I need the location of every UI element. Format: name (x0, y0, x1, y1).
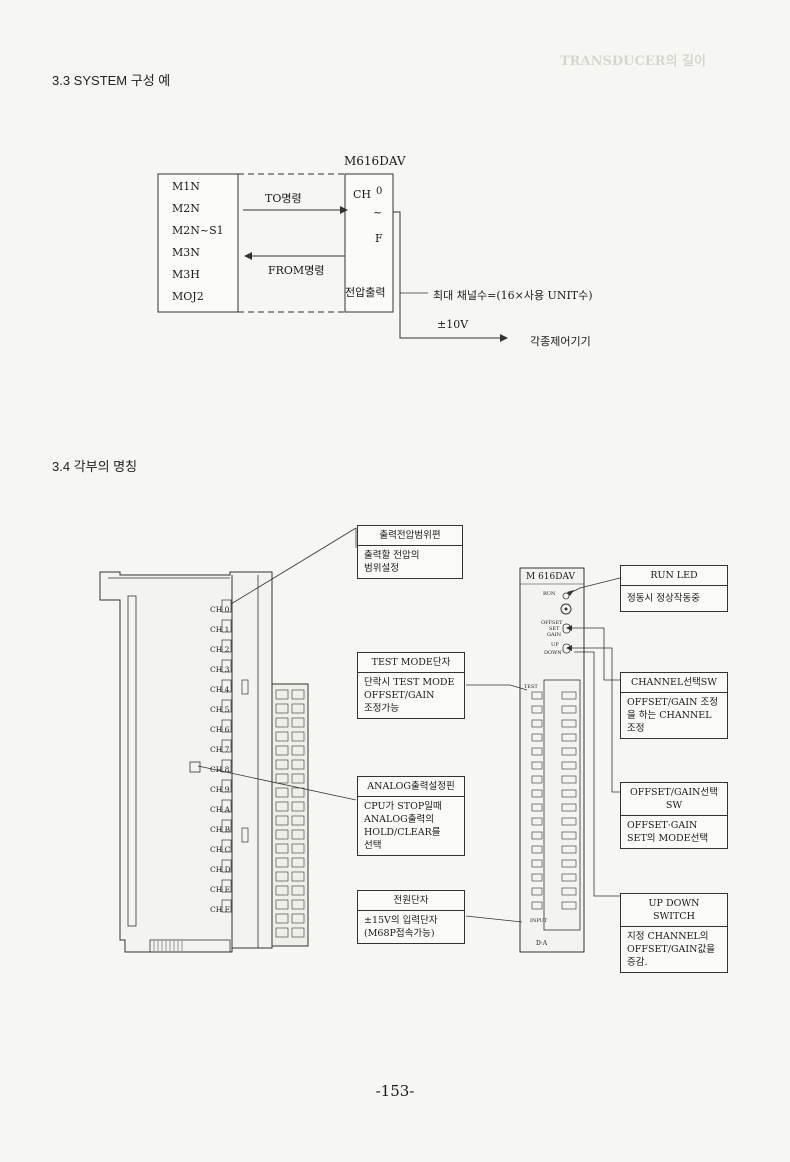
callout-offset-gain-sw: OFFSET/GAIN선택SW OFFSET·GAIN SET의 MODE선택 (620, 782, 728, 849)
callout-head: 전원단자 (358, 891, 464, 911)
side-channel-label: CH 1 (210, 625, 230, 634)
callout-body: 출력할 전압의 범위설정 (364, 550, 420, 574)
side-channel-label: CH 5 (210, 705, 230, 714)
side-channel-label: CH E (210, 885, 231, 894)
front-up-label: UP (551, 642, 559, 648)
section-title-names: 3.4 각부의 명칭 (52, 459, 138, 474)
side-channel-label: CH 0 (210, 605, 230, 614)
cpu-list: M1N M2N M2N~S1 M3N M3H MOJ2 (172, 180, 224, 312)
module-title: M616DAV (344, 154, 406, 168)
front-module-title: M 616DAV (526, 572, 576, 582)
to-command-label: TO명령 (265, 192, 302, 205)
callout-channel-sw: CHANNEL선택SW OFFSET/GAIN 조정 을 하는 CHANNEL … (620, 672, 728, 739)
cpu-item: M2N (172, 202, 200, 215)
channel-tilde: ~ (373, 206, 383, 219)
voltage-output-label: 전압출력 (345, 286, 386, 299)
callout-body: 단락시 TEST MODE OFFSET/GAIN 조정가능 (364, 677, 455, 714)
cpu-item: MOJ2 (172, 290, 204, 303)
side-channel-label: CH 6 (210, 725, 230, 734)
page-number: -153- (375, 1082, 415, 1100)
callout-analog-pin: ANALOG출력설정핀 CPU가 STOP일때 ANALOG출력의 HOLD/C… (357, 776, 465, 856)
cpu-item: M3H (172, 268, 200, 281)
callout-head: 출력전압범위편 (358, 526, 462, 546)
channel-end: F (375, 232, 383, 245)
callout-body: ±15V의 입력단자 (M68P접속가능) (364, 915, 438, 939)
callout-up-down-switch: UP DOWN SWITCH 지정 CHANNEL의 OFFSET/GAIN값을… (620, 893, 728, 973)
side-channel-label: CH 3 (210, 665, 230, 674)
side-channel-label: CH F (210, 905, 230, 914)
callout-head: ANALOG출력설정핀 (358, 777, 464, 797)
side-channel-label: CH 7 (210, 745, 230, 754)
controllers-label: 각종제어기기 (530, 335, 591, 348)
callout-head: TEST MODE단자 (358, 653, 464, 673)
cpu-item: M3N (172, 246, 200, 259)
callout-test-mode: TEST MODE단자 단락시 TEST MODE OFFSET/GAIN 조정… (357, 652, 465, 719)
side-channel-labels: CH 0 CH 1 CH 2 CH 3 CH 4 CH 5 CH 6 CH 7 … (210, 600, 231, 920)
front-down-label: DOWN (544, 650, 562, 656)
callout-power-terminal: 전원단자 ±15V의 입력단자 (M68P접속가능) (357, 890, 465, 944)
callout-head: UP DOWN SWITCH (621, 894, 727, 927)
callout-body: OFFSET/GAIN 조정 을 하는 CHANNEL 조정 (627, 697, 718, 734)
callout-range-pin: 출력전압범위편 출력할 전압의 범위설정 (357, 525, 463, 579)
callout-head: CHANNEL선택SW (621, 673, 727, 693)
front-run-label: RUN (543, 591, 556, 597)
side-channel-label: CH 2 (210, 645, 230, 654)
callout-body: 정동시 정상작동중 (627, 593, 700, 604)
channel-start: 0 (376, 186, 383, 197)
callout-run-led: RUN LED 정동시 정상작동중 (620, 565, 728, 612)
cpu-item: M2N~S1 (172, 224, 224, 237)
front-input-label: INPUT (530, 918, 548, 924)
callout-head: OFFSET/GAIN선택SW (621, 783, 727, 816)
side-channel-label: CH C (210, 845, 231, 854)
front-bottom-label: D·A (536, 940, 548, 947)
from-command-label: FROM명령 (268, 264, 325, 277)
callout-head: RUN LED (621, 566, 727, 586)
channel-label: CH (353, 188, 372, 201)
callout-body: CPU가 STOP일때 ANALOG출력의 HOLD/CLEAR를 선택 (364, 801, 442, 851)
side-channel-label: CH D (210, 865, 231, 874)
voltage-range: ±10V (437, 318, 469, 331)
section-title-system: 3.3 SYSTEM 구성 예 (52, 73, 171, 88)
terminal-screws (275, 689, 305, 938)
max-channels-note: 최대 채널수=(16×사용 UNIT수) (433, 289, 593, 302)
callout-body: OFFSET·GAIN SET의 MODE선택 (627, 820, 709, 844)
front-offset-label: OFFSET (541, 620, 563, 626)
front-test-label: TEST (524, 684, 538, 690)
side-channel-label: CH 4 (210, 685, 230, 694)
front-gain-label: GAIN (547, 632, 561, 638)
front-set-label: SET (549, 626, 560, 632)
callout-body: 지정 CHANNEL의 OFFSET/GAIN값을 증감. (627, 931, 715, 968)
side-channel-label: CH 9 (210, 785, 230, 794)
ghost-header: TRANSDUCER의 길이 (560, 54, 706, 69)
range-pins (221, 599, 249, 913)
cpu-item: M1N (172, 180, 200, 193)
side-channel-label: CH 8 (210, 765, 230, 774)
side-channel-label: CH B (210, 825, 231, 834)
front-terminals (531, 691, 577, 910)
side-channel-label: CH A (210, 805, 231, 814)
